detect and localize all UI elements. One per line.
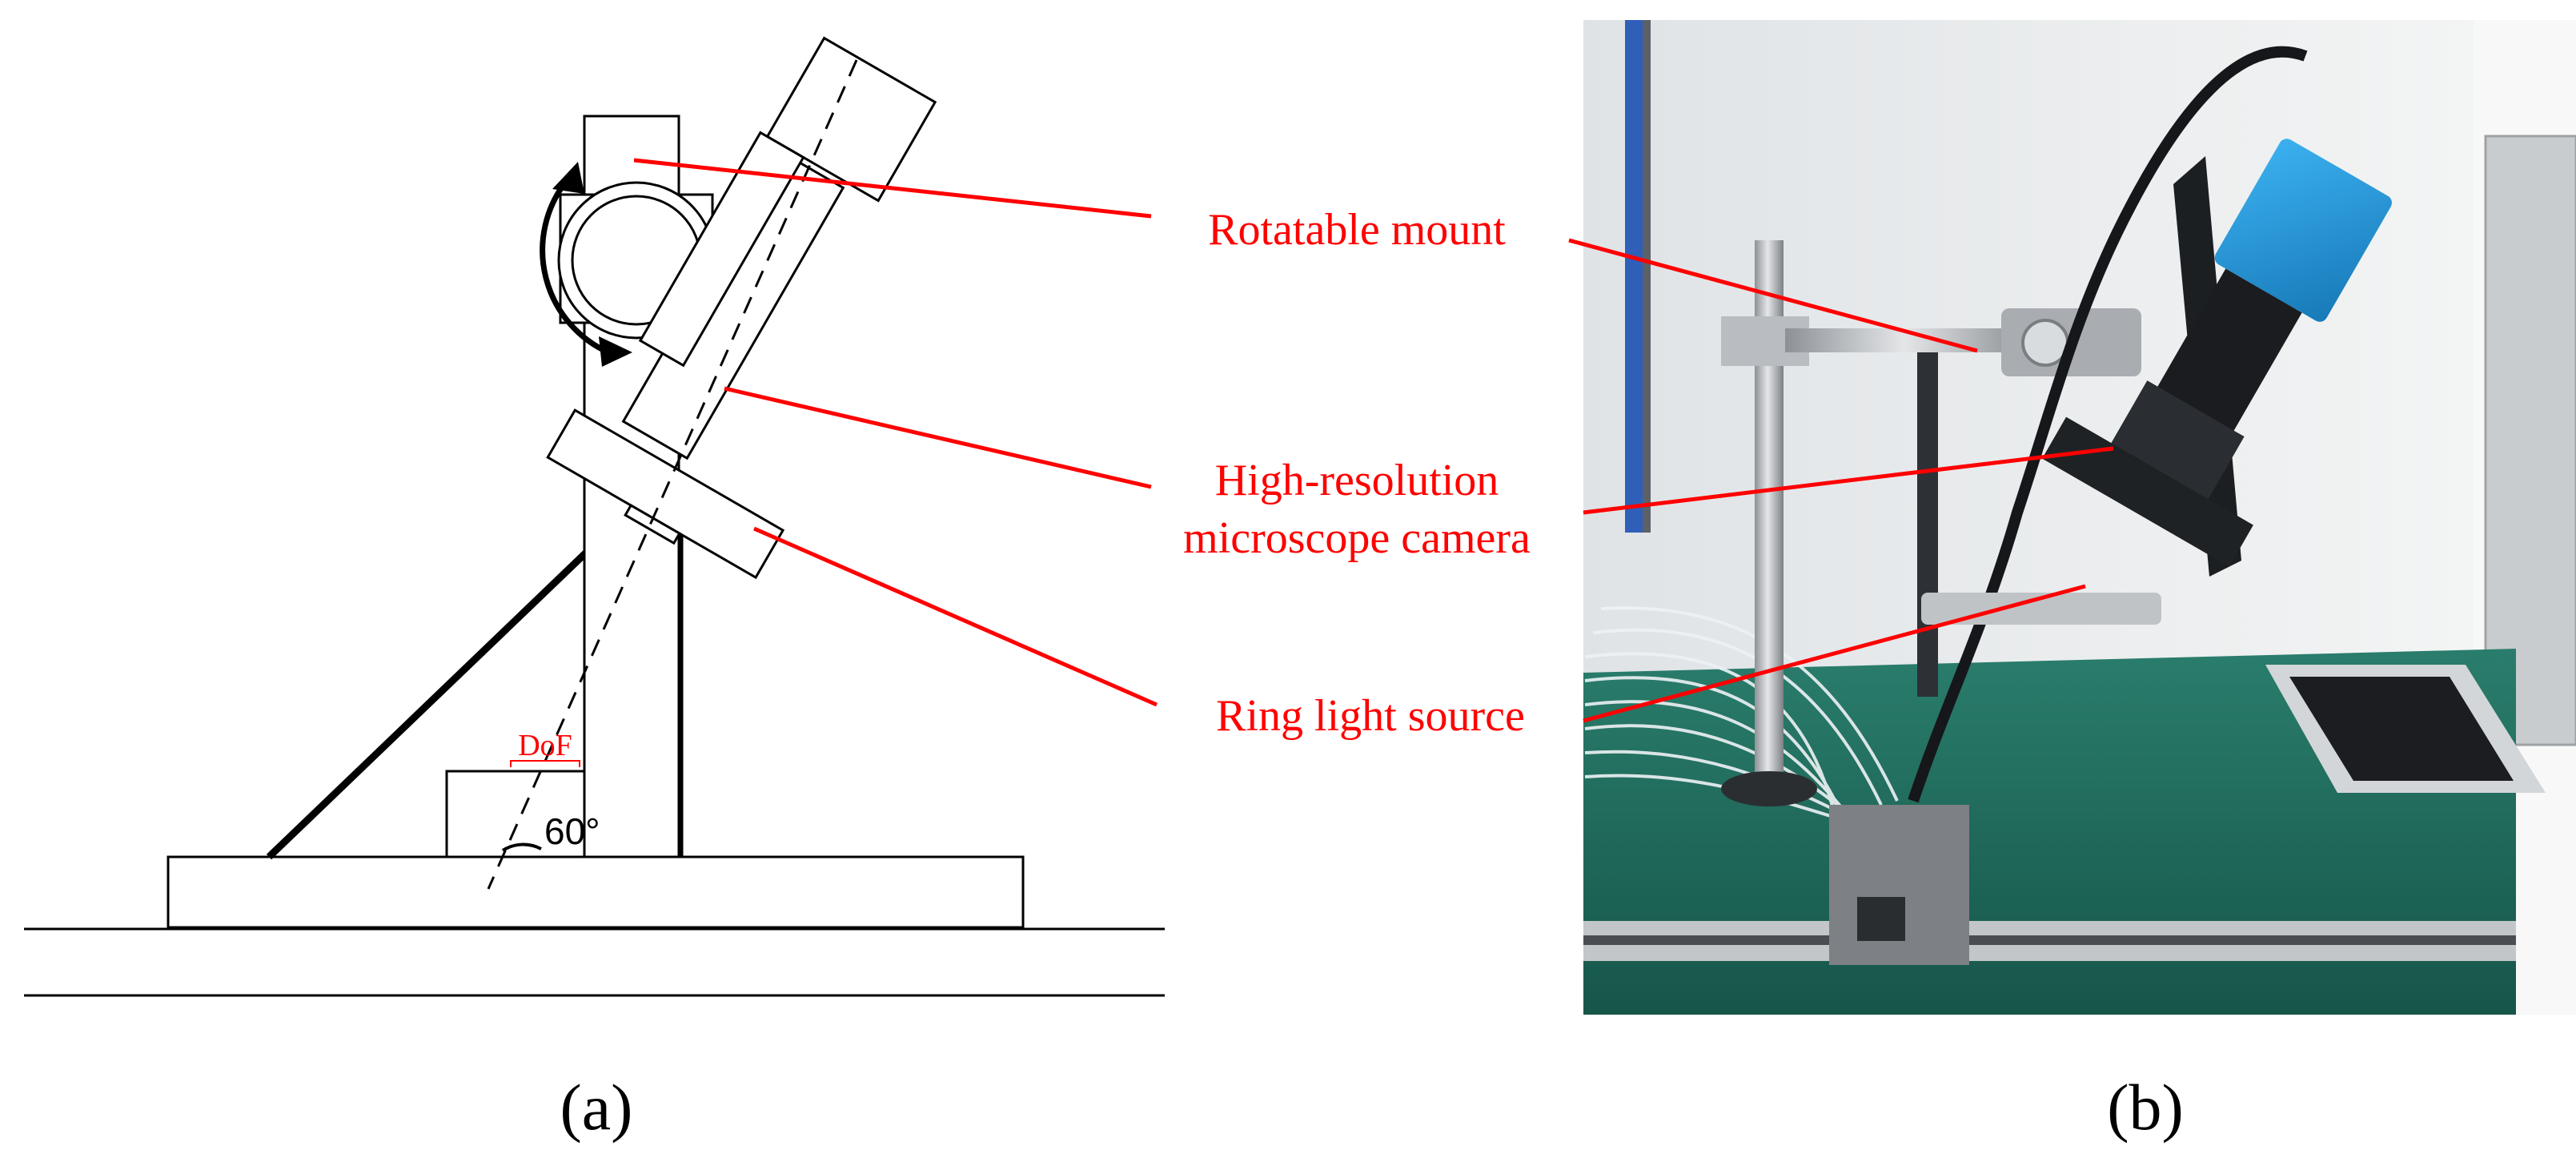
dof-label: DoF <box>518 729 572 762</box>
base-platform <box>167 855 1025 929</box>
photo-ring-light <box>2042 416 2253 567</box>
dof-bracket <box>510 760 580 767</box>
caption-panel-b: (b) <box>2107 1071 2184 1144</box>
photo-keyboard <box>2289 677 2514 781</box>
photo-pole-base <box>1721 771 1817 806</box>
photo-rail-groove <box>1583 935 2516 945</box>
camera-head <box>765 36 937 203</box>
photo-blue-pipe <box>1625 20 1644 533</box>
photo-cable <box>1908 46 2308 803</box>
photo-camera-stack <box>2042 139 2392 567</box>
callout-camera-line2: microscope camera <box>1183 513 1531 563</box>
angle-arc <box>501 842 542 852</box>
leader-mount-b <box>1568 238 1978 353</box>
panel-a-schematic <box>24 36 1165 997</box>
callout-ring-light: Ring light source <box>1216 691 1525 741</box>
photo-camera-body <box>2214 139 2392 322</box>
leader-mount-a <box>633 158 1152 219</box>
photo-cabinet <box>2484 135 2576 746</box>
photo-lens-rings <box>2109 380 2245 503</box>
rotation-arrow-head-top <box>552 162 584 194</box>
photo-articulated-arm <box>1921 593 2161 625</box>
photo-fixture-slot <box>1857 897 1905 941</box>
leader-camera-a <box>724 386 1152 489</box>
leader-ring-a <box>752 526 1158 707</box>
diagonal-strut <box>266 496 645 860</box>
camera-collar <box>638 131 805 368</box>
rotation-arrow <box>540 180 610 356</box>
callout-rotatable-mount: Rotatable mount <box>1208 205 1506 255</box>
callout-leaders <box>633 158 2114 723</box>
leader-ring-b <box>1583 584 2086 723</box>
callout-camera-line1: High-resolution <box>1215 456 1499 505</box>
caption-panel-a: (a) <box>560 1071 632 1144</box>
optical-axis <box>487 59 858 890</box>
camera-assembly <box>621 36 937 460</box>
ring-light-plate <box>546 408 785 580</box>
panel-b-photo <box>1583 20 2576 1015</box>
mount-top-box <box>583 115 680 196</box>
photo-rear-pole <box>1917 352 1938 697</box>
rotation-arrow-head-bottom <box>599 336 632 367</box>
leader-camera-b <box>1583 446 2114 515</box>
photo-dark-pipe <box>1643 20 1651 533</box>
angle-label: 60° <box>544 810 600 852</box>
